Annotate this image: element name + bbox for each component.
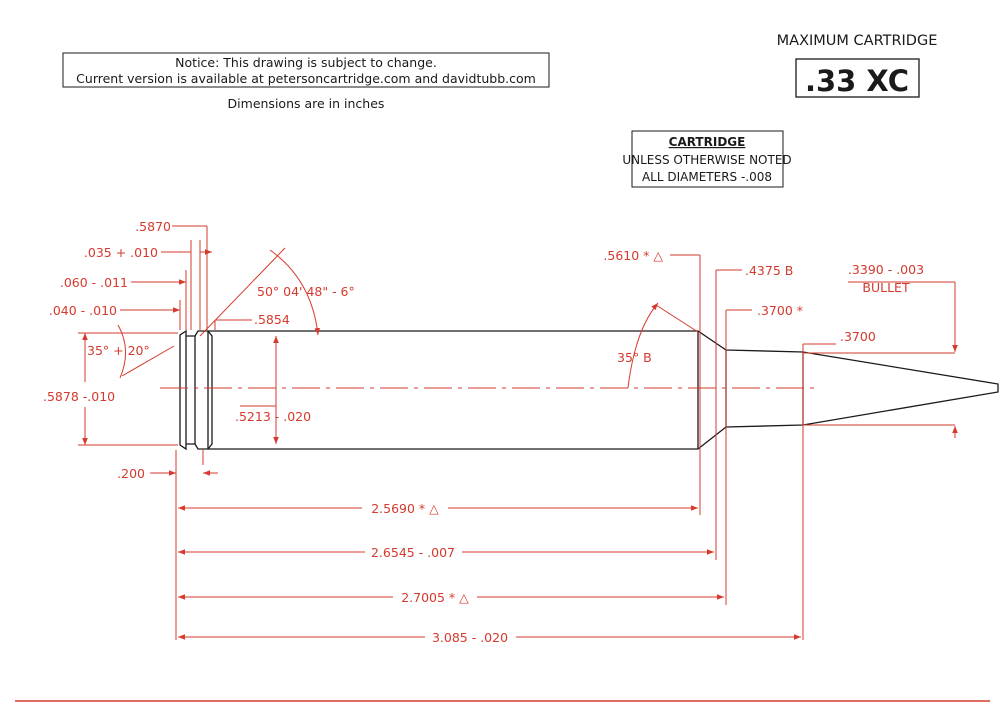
dim-base-diameter: .5854 [254, 312, 290, 327]
notice-line-2: Current version is available at peterson… [76, 71, 536, 86]
spec-box-line-2: ALL DIAMETERS -.008 [642, 170, 772, 184]
dim-neck-diameter: .3700 [840, 329, 876, 344]
dim-len-overall: 3.085 - .020 [432, 630, 508, 645]
spec-box-heading: CARTRIDGE [669, 135, 746, 149]
rim-dimensions [78, 225, 218, 640]
dim-rim-width: .5870 [135, 219, 171, 234]
dim-len-case: 2.7005 * △ [401, 590, 469, 605]
notice-line-1: Notice: This drawing is subject to chang… [175, 55, 437, 70]
dim-len-neck-start: 2.6545 - .007 [371, 545, 455, 560]
dim-groove-diameter: .5213 - .020 [235, 409, 311, 424]
notice-box [62, 52, 550, 88]
base-dimensions [199, 247, 321, 444]
dim-bevel: .040 - .010 [49, 303, 117, 318]
dim-extractor-groove: .035 + .010 [84, 245, 158, 260]
spec-box [631, 130, 784, 188]
drawing-heading: MAXIMUM CARTRIDGE [777, 33, 938, 49]
dim-shoulder-angle: 35° B [617, 350, 652, 365]
dim-shoulder-diameter: .5610 * △ [603, 248, 663, 263]
dim-bullet-diameter: .3390 - .003 [848, 262, 924, 277]
shoulder-neck-dimensions [627, 254, 958, 640]
cartridge-outline [179, 329, 999, 451]
dim-groove-angle: 50° 04' 48" - 6° [257, 284, 355, 299]
dim-groove-offset: .200 [117, 466, 145, 481]
length-dimensions [178, 505, 801, 640]
dim-neck-outer-diameter: .4375 B [745, 263, 793, 278]
cartridge-name: .33 XC [805, 64, 909, 98]
dim-neck-inner-diameter: .3700 * [757, 303, 803, 318]
title-box [795, 58, 920, 98]
dim-rim-thickness: .060 - .011 [60, 275, 128, 290]
dim-rim-angle: 35° + 20° [87, 343, 150, 358]
dim-rim-diameter: .5878 -.010 [43, 389, 115, 404]
dim-len-shoulder: 2.5690 * △ [371, 501, 439, 516]
spec-box-line-1: UNLESS OTHERWISE NOTED [622, 153, 791, 167]
dim-bullet-label: BULLET [862, 280, 910, 295]
units-note: Dimensions are in inches [228, 96, 385, 111]
